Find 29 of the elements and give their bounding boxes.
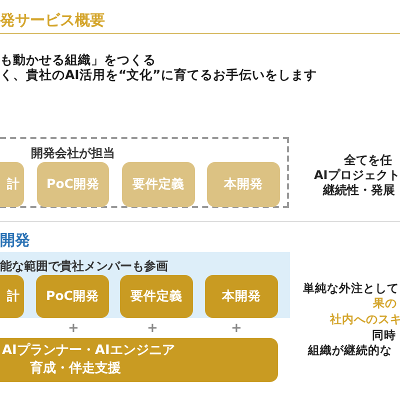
phase-box: 本開発	[207, 162, 280, 207]
phase-box: 計	[0, 162, 24, 207]
plus-sign: +	[231, 320, 242, 338]
phase-box: PoC開発	[36, 275, 109, 318]
subtitle-text: も動かせる組織」をつくる	[0, 51, 156, 68]
group-heading: 能な範囲で貴社メンバーも参画	[0, 258, 168, 275]
plus-sign: +	[147, 320, 158, 338]
phase-box: PoC開発	[37, 162, 109, 207]
phase-box: 計	[0, 275, 24, 318]
support-text: 育成・伴走支援	[29, 360, 121, 378]
support-bar	[0, 338, 278, 382]
description-text: 果の	[373, 295, 397, 312]
section-heading: 開発	[0, 230, 30, 251]
subtitle-text: く、貴社のAI活用を“文化”に育てるお手伝いをします	[0, 66, 317, 84]
phase-box: 要件定義	[122, 162, 195, 207]
plus-sign: +	[68, 320, 79, 338]
description-text: 同時	[372, 327, 396, 344]
group-heading: 開発会社が担当	[31, 145, 115, 162]
page-title: 発サービス概要	[0, 10, 105, 31]
support-text: AIプランナー・AIエンジニア	[2, 342, 175, 360]
description-text: 全てを任	[344, 152, 392, 169]
highlight-band	[0, 252, 290, 318]
description-text: 組織が継続的な	[308, 342, 392, 359]
description-text: 継続性・発展	[323, 182, 395, 199]
phase-box: 要件定義	[120, 275, 193, 318]
description-text: AIプロジェクト	[314, 167, 400, 184]
description-text: 単純な外注として	[303, 280, 399, 297]
dashed-frame	[0, 137, 289, 208]
phase-box: 本開発	[205, 275, 278, 318]
